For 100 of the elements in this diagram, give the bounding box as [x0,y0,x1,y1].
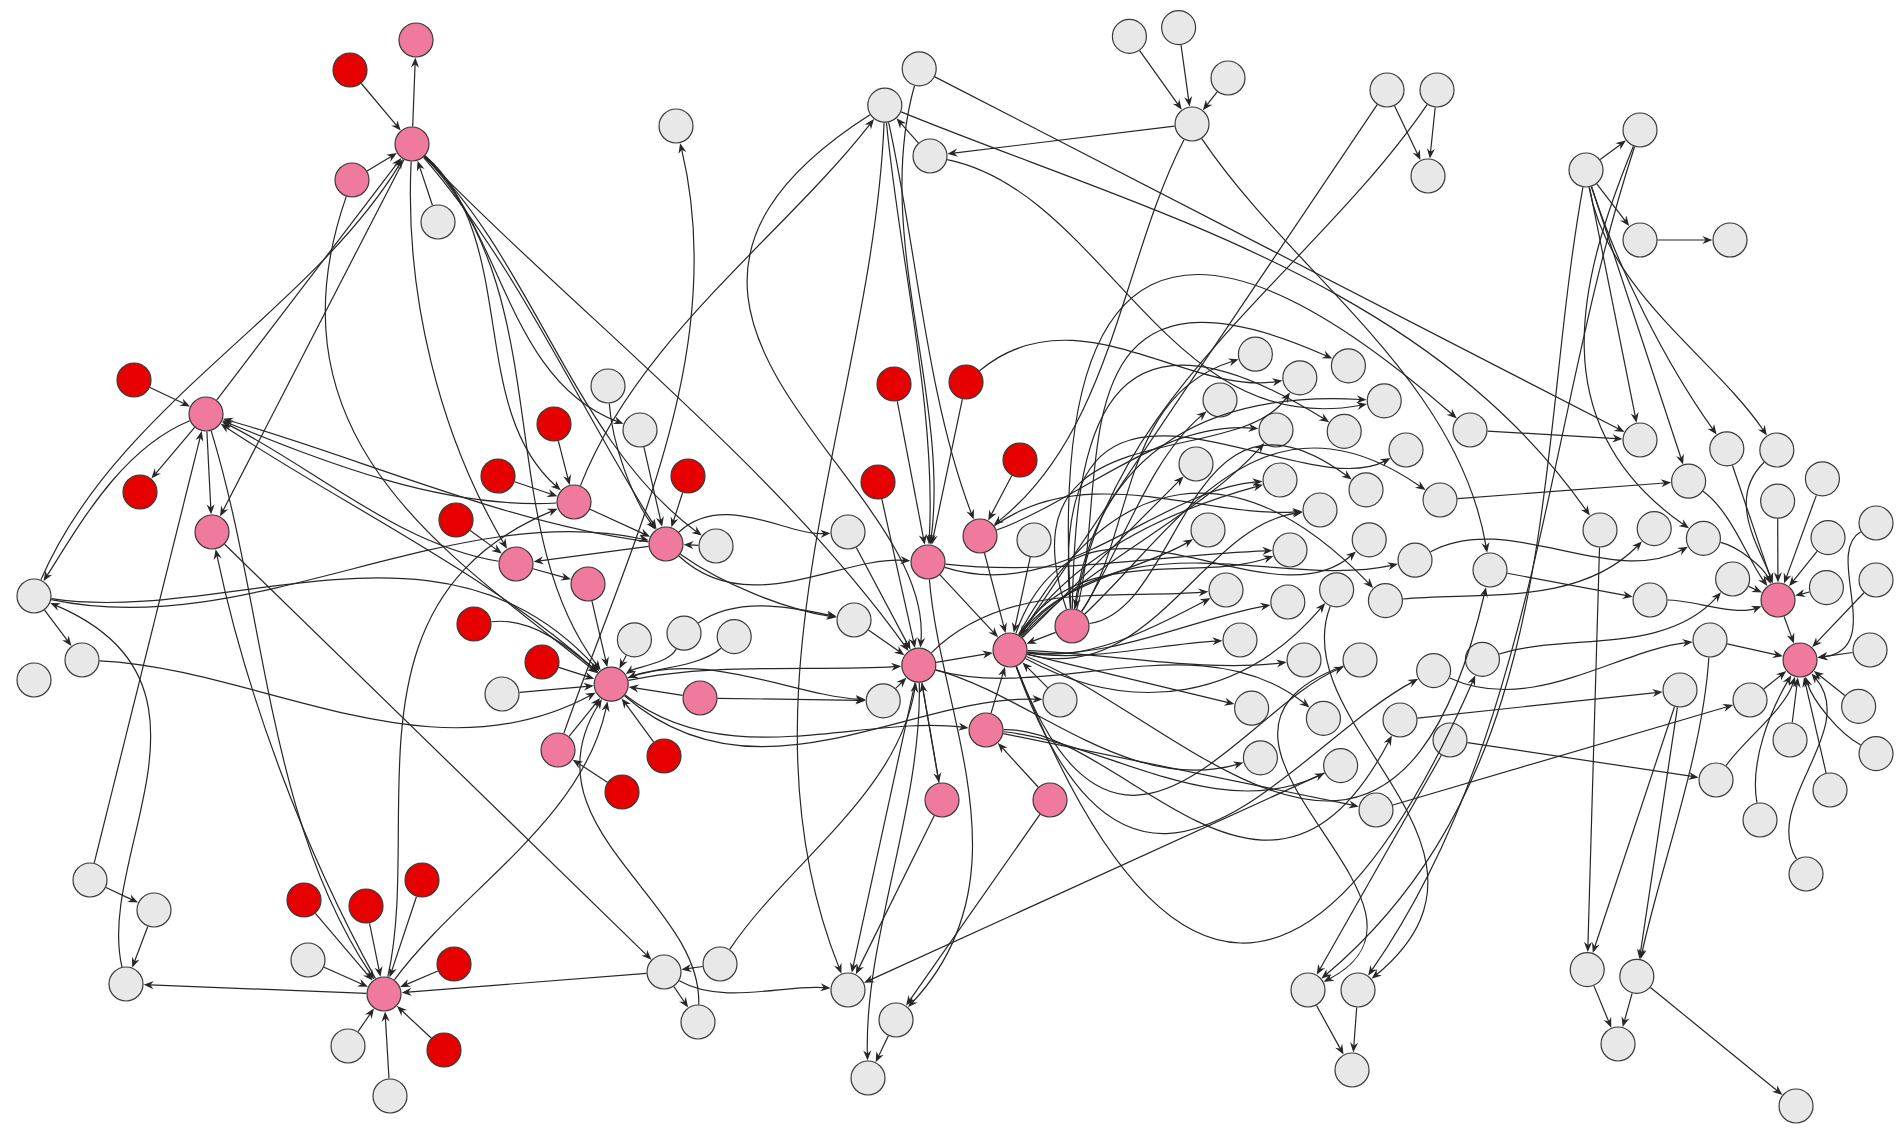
arrow [1702,490,1768,586]
network-node [436,946,472,982]
network-node [1369,72,1405,108]
network-node [968,712,1004,748]
network-node [1340,972,1376,1008]
network-node [616,622,652,658]
network-node [1002,442,1038,478]
network-node [1351,522,1387,558]
network-node [1305,700,1341,736]
arrow [1067,274,1457,610]
arrow [608,402,656,530]
network-node [716,619,752,655]
arrow [1019,539,1193,637]
arrow [579,119,874,487]
network-node [658,108,694,144]
network-node [830,514,866,550]
arrow [1015,665,1476,944]
network-node [1715,561,1751,597]
network-node [556,484,592,520]
network-node [850,1060,886,1096]
network-node [1709,431,1745,467]
network-node [1161,10,1197,46]
network-node [912,138,948,174]
network-node [1732,682,1768,718]
arrow [323,966,368,987]
network-node [1632,582,1668,618]
network-node [540,732,576,768]
network-node [1712,222,1748,258]
network-node [1382,702,1418,738]
network-node [1858,505,1894,541]
arrow [864,772,1326,983]
network-node [1326,413,1362,449]
network-node [1464,641,1500,677]
network-node [16,578,52,614]
network-node [901,647,937,683]
network-node [72,862,108,898]
arrow [423,156,909,651]
network-node [1636,511,1672,547]
network-node [1742,802,1778,838]
network-node [536,406,572,442]
network-node [116,362,152,398]
network-node [680,1004,716,1040]
network-node [1190,512,1226,548]
arrow [1599,140,1626,161]
network-node [1262,462,1298,498]
network-node [1671,463,1707,499]
network-node [962,518,998,554]
network-node [394,126,430,162]
network-node [1222,622,1258,658]
network-node [1286,642,1322,678]
network-node [1032,782,1068,818]
network-node [590,368,626,404]
arrow [1402,541,1642,600]
network-node [1804,461,1841,497]
arrow [881,498,917,648]
network-node [1782,642,1818,678]
arrow [1323,605,1429,979]
arrow [424,155,702,536]
arrow [1015,548,1356,634]
network-node [1778,1088,1814,1124]
network-node [1619,958,1655,994]
network-node [1242,740,1278,776]
network-node [1016,522,1052,558]
network-node [1452,412,1488,448]
network-node [901,51,937,87]
network-node [1568,152,1604,188]
network-node [480,458,516,494]
network-node [1582,512,1618,548]
network-node [1600,1026,1636,1062]
network-node [420,204,456,240]
network-node [286,882,322,918]
network-node [1622,112,1658,148]
network-node [1270,584,1306,620]
network-node [1812,772,1848,808]
network-node [604,774,640,810]
network-node [1841,688,1877,724]
network-node [1760,582,1796,618]
network-node [646,954,682,990]
network-node [372,1078,408,1114]
network-node [1258,412,1294,448]
network-node [878,1002,914,1038]
network-node [438,502,474,538]
arrow [1719,541,1771,584]
network-node [1367,583,1403,619]
network-node [860,464,896,500]
network-node [404,862,440,898]
network-node [188,396,224,432]
network-node [830,972,866,1008]
network-node [1422,482,1458,518]
network-node [1282,360,1318,396]
network-node [348,888,384,924]
network-node [1234,690,1270,726]
network-node [622,412,658,448]
network-node [1334,1052,1370,1088]
network-node [16,662,52,698]
network-node [398,22,434,58]
network-node [456,606,492,642]
network-node [1760,483,1796,519]
network-node [1202,382,1238,418]
network-node [648,526,684,562]
